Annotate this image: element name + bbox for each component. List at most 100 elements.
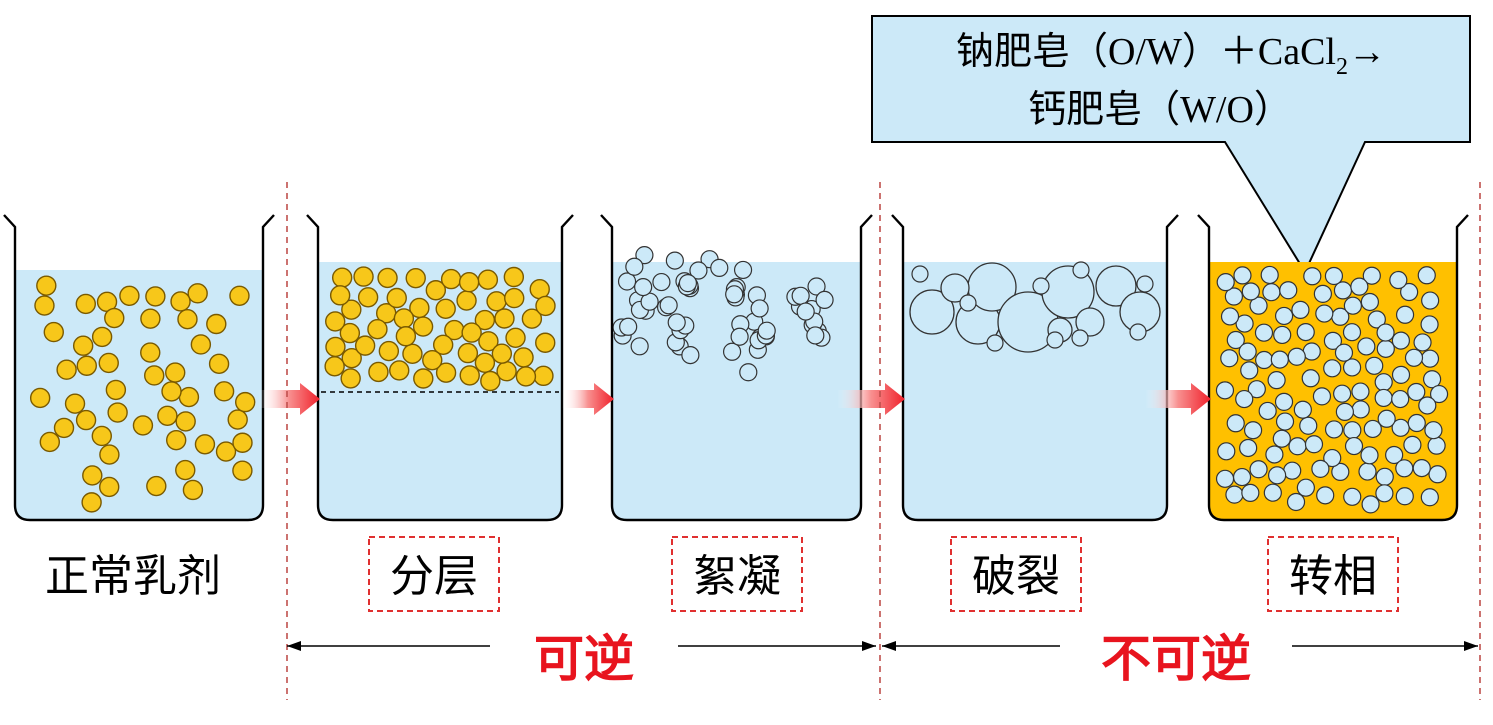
oil-droplet bbox=[353, 266, 374, 287]
liquid-normal bbox=[16, 270, 262, 519]
span-irreversible-left-arrowhead bbox=[882, 641, 896, 651]
water-droplet bbox=[1263, 483, 1282, 502]
water-droplet bbox=[1220, 349, 1239, 368]
beaker-breaking bbox=[891, 214, 1179, 522]
oil-droplet bbox=[422, 349, 443, 371]
small-drop bbox=[1032, 277, 1050, 295]
water-droplet bbox=[1241, 483, 1260, 502]
oil-droplet bbox=[36, 275, 57, 296]
small-drop bbox=[1136, 275, 1154, 293]
water-droplet bbox=[1424, 421, 1443, 440]
water-droplet bbox=[1217, 442, 1236, 461]
floc-droplet bbox=[710, 258, 729, 277]
span-irreversible-label: 不可逆 bbox=[1101, 630, 1251, 688]
water-droplet bbox=[1220, 307, 1240, 326]
water-droplet bbox=[1226, 330, 1245, 350]
oil-droplet bbox=[232, 432, 253, 453]
floc-droplet bbox=[630, 337, 649, 356]
oil-droplet bbox=[339, 322, 361, 344]
water-droplet bbox=[1376, 323, 1395, 342]
water-droplet bbox=[1232, 467, 1252, 487]
callout-bubble: 钠肥皂（O/W）＋CaCl2→ 钙肥皂（W/O） bbox=[871, 15, 1471, 275]
floc-droplet bbox=[665, 251, 684, 270]
water-droplet bbox=[1374, 388, 1393, 408]
oil-droplet bbox=[503, 266, 525, 288]
water-droplet bbox=[1374, 373, 1393, 392]
oil-droplet bbox=[535, 295, 556, 317]
water-droplet bbox=[1412, 458, 1431, 478]
oil-droplet bbox=[477, 269, 499, 290]
oil-droplet bbox=[461, 322, 482, 343]
beaker-outline bbox=[891, 214, 1179, 522]
callout-line-2: 钙肥皂（W/O） bbox=[1028, 89, 1292, 131]
water-droplet bbox=[1422, 370, 1442, 389]
water-droplet bbox=[1312, 387, 1332, 406]
oil-droplet bbox=[405, 267, 426, 289]
water-droplet bbox=[1241, 282, 1260, 301]
oil-droplet bbox=[75, 409, 97, 431]
floc-droplet bbox=[652, 272, 671, 292]
oil-droplet bbox=[91, 425, 113, 447]
stage-label-creaming: 分层 bbox=[390, 551, 478, 602]
water-droplet bbox=[1258, 401, 1277, 421]
water-droplet bbox=[1342, 323, 1362, 342]
oil-droplet bbox=[194, 434, 216, 455]
oil-droplet bbox=[521, 308, 543, 329]
oil-droplet bbox=[213, 381, 235, 402]
floc-droplet bbox=[667, 313, 686, 332]
oil-droplet bbox=[146, 475, 167, 497]
oil-droplet bbox=[157, 405, 178, 426]
floc-droplet bbox=[635, 246, 654, 265]
water-droplet bbox=[1428, 465, 1447, 484]
water-droplet bbox=[1288, 437, 1307, 456]
water-droplet bbox=[1360, 292, 1379, 312]
beaker-flocculation bbox=[600, 214, 873, 522]
span-reversible: 可逆 bbox=[287, 630, 876, 688]
water-droplet bbox=[1407, 382, 1426, 402]
beakers bbox=[3, 214, 1469, 522]
water-droplet bbox=[1404, 348, 1424, 367]
oil-droplet bbox=[145, 286, 166, 307]
transition-arrow bbox=[258, 383, 320, 415]
water-droplet bbox=[1323, 359, 1342, 378]
oil-droplet bbox=[412, 316, 434, 337]
span-reversible-label: 可逆 bbox=[534, 630, 634, 688]
water-droplet bbox=[1301, 369, 1320, 388]
water-droplet bbox=[1351, 382, 1370, 401]
oil-droplet bbox=[175, 411, 196, 432]
beaker-outline bbox=[3, 214, 275, 522]
water-droplet bbox=[1303, 267, 1322, 286]
transition-arrow bbox=[837, 383, 905, 415]
water-droplet bbox=[1286, 492, 1306, 512]
label-box-breaking bbox=[950, 536, 1082, 612]
water-droplet bbox=[1324, 420, 1344, 439]
oil-droplet bbox=[395, 326, 417, 347]
water-droplet bbox=[1360, 446, 1379, 465]
label-box-flocculation bbox=[671, 536, 803, 612]
small-drop bbox=[959, 294, 977, 312]
floc-droplet bbox=[617, 272, 637, 291]
water-droplet bbox=[1351, 400, 1370, 419]
water-droplet bbox=[1391, 389, 1410, 409]
oil-droplet bbox=[435, 362, 457, 383]
oil-droplet bbox=[190, 334, 212, 355]
water-droplet bbox=[1343, 421, 1362, 440]
beaker-creaming bbox=[306, 214, 574, 522]
oil-droplet bbox=[425, 280, 447, 301]
oil-droplet bbox=[354, 335, 376, 356]
oil-droplet bbox=[107, 402, 128, 423]
oil-droplet bbox=[119, 285, 140, 306]
stage-label-flocculation: 絮凝 bbox=[693, 551, 781, 602]
oil-droplet bbox=[76, 355, 97, 376]
oil-droplet bbox=[459, 365, 480, 386]
water-droplet bbox=[1421, 291, 1440, 310]
water-droplet bbox=[1362, 266, 1381, 285]
oil-droplet bbox=[413, 368, 434, 389]
water-droplet bbox=[1267, 371, 1286, 390]
floc-droplet bbox=[807, 277, 826, 296]
water-droplet bbox=[1335, 402, 1354, 421]
water-droplet bbox=[1323, 448, 1342, 468]
water-droplet bbox=[1324, 266, 1344, 286]
water-droplet bbox=[1233, 266, 1252, 285]
